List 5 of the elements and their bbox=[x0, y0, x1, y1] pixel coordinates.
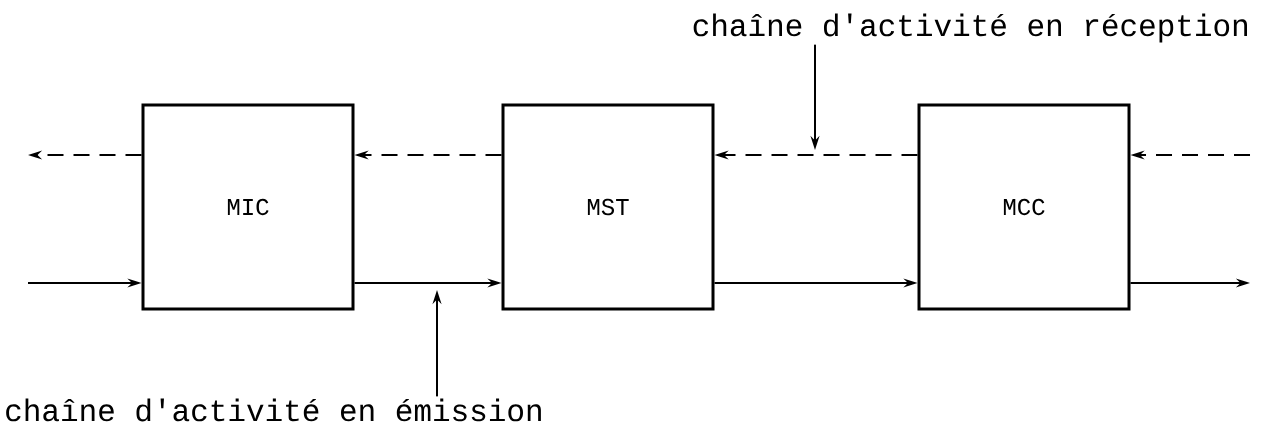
process-box: MCC bbox=[917, 103, 1131, 311]
annotation-text: chaîne d'activité en émission bbox=[6, 398, 541, 422]
process-box: MST bbox=[501, 103, 715, 311]
annotation-text: chaîne d'activité en réception bbox=[693, 13, 1247, 43]
process-box: MIC bbox=[141, 103, 355, 311]
